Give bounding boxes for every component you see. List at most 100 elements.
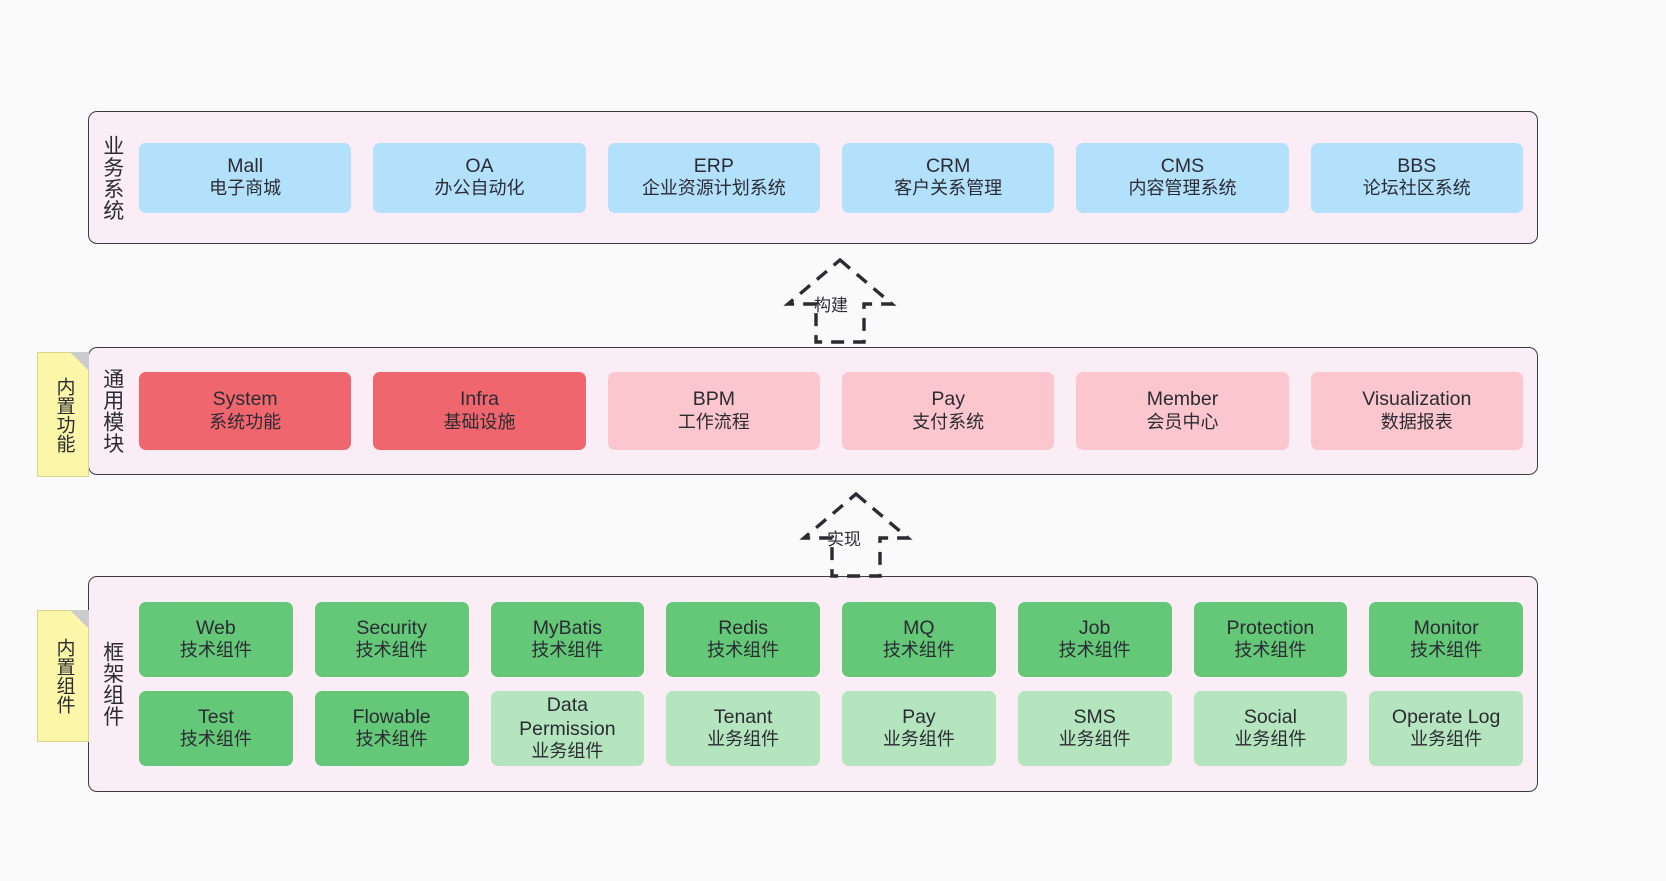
module-name: Mall — [227, 154, 264, 177]
component-type: 技术组件 — [531, 640, 604, 661]
module-name: Pay — [931, 388, 965, 411]
component-name: Protection — [1226, 616, 1315, 639]
module-visualization[interactable]: Visualization 数据报表 — [1310, 372, 1523, 450]
component-name: MyBatis — [532, 616, 603, 639]
component-type: 技术组件 — [355, 640, 428, 661]
module-mall[interactable]: Mall 电子商城 — [139, 142, 352, 213]
module-subtitle: 基础设施 — [443, 411, 516, 432]
module-system[interactable]: System 系统功能 — [139, 372, 352, 450]
module-subtitle: 办公自动化 — [434, 178, 525, 199]
component-name: Flowable — [352, 705, 431, 728]
module-subtitle: 论坛社区系统 — [1362, 178, 1471, 199]
module-infra[interactable]: Infra 基础设施 — [373, 372, 586, 450]
module-subtitle: 数据报表 — [1380, 411, 1453, 432]
module-name: Member — [1146, 388, 1219, 411]
module-subtitle: 企业资源计划系统 — [641, 178, 786, 199]
component-name: Redis — [718, 616, 769, 639]
component-pay[interactable]: Pay 业务组件 — [842, 691, 996, 766]
module-subtitle: 内容管理系统 — [1128, 178, 1237, 199]
component-job[interactable]: Job 技术组件 — [1017, 602, 1172, 677]
layer-row: System 系统功能 Infra 基础设施 BPM 工作流程 Pay 支付系统… — [139, 372, 1523, 450]
component-mq[interactable]: MQ 技术组件 — [842, 602, 996, 677]
layer-body-framework: Web 技术组件 Security 技术组件 MyBatis 技术组件 Redi… — [135, 577, 1537, 791]
generalization-arrow-shape — [783, 257, 897, 344]
component-type: 技术组件 — [707, 640, 780, 661]
note-text: 内置组件 — [53, 638, 75, 714]
module-name: System — [212, 388, 278, 411]
module-bpm[interactable]: BPM 工作流程 — [607, 372, 820, 450]
layer-title-common: 通用模块 — [100, 368, 124, 454]
component-name: MQ — [903, 616, 935, 639]
module-name: Visualization — [1362, 388, 1472, 411]
connector-build-label: 构建 — [812, 291, 850, 316]
component-web[interactable]: Web 技术组件 — [139, 602, 293, 677]
module-subtitle: 客户关系管理 — [894, 178, 1003, 199]
module-name: CMS — [1160, 154, 1205, 177]
component-name: Test — [197, 705, 234, 728]
module-oa[interactable]: OA 办公自动化 — [373, 142, 586, 213]
component-name: Web — [196, 616, 236, 639]
sticky-note-builtin-components: 内置组件 — [37, 610, 89, 742]
module-subtitle: 系统功能 — [209, 411, 282, 432]
layer-row: Test 技术组件 Flowable 技术组件 Data Permission … — [139, 691, 1523, 766]
component-name: Pay — [902, 705, 936, 728]
module-name: CRM — [925, 154, 971, 177]
component-name: SMS — [1073, 705, 1116, 728]
layer-common-modules: 通用模块 System 系统功能 Infra 基础设施 BPM 工作流程 Pay — [88, 347, 1538, 475]
layer-body-business: Mall 电子商城 OA 办公自动化 ERP 企业资源计划系统 CRM 客户关系… — [135, 112, 1537, 243]
component-type: 业务组件 — [531, 741, 604, 762]
component-operate-log[interactable]: Operate Log 业务组件 — [1369, 691, 1523, 766]
module-name: BBS — [1397, 154, 1437, 177]
component-type: 业务组件 — [882, 729, 955, 750]
note-text: 内置功能 — [53, 376, 75, 453]
module-name: BPM — [692, 388, 735, 411]
component-mybatis[interactable]: MyBatis 技术组件 — [490, 602, 645, 677]
layer-business-system: 业务系统 Mall 电子商城 OA 办公自动化 ERP 企业资源计划系统 CRM — [88, 111, 1538, 244]
component-flowable[interactable]: Flowable 技术组件 — [314, 691, 469, 766]
layer-row: Mall 电子商城 OA 办公自动化 ERP 企业资源计划系统 CRM 客户关系… — [139, 142, 1523, 213]
component-name: Security — [356, 616, 427, 639]
module-subtitle: 工作流程 — [677, 411, 750, 432]
component-type: 业务组件 — [1410, 729, 1483, 750]
component-sms[interactable]: SMS 业务组件 — [1017, 691, 1172, 766]
component-name: Data Permission — [519, 693, 616, 740]
component-name: Tenant — [713, 705, 773, 728]
module-bbs[interactable]: BBS 论坛社区系统 — [1310, 142, 1523, 213]
component-redis[interactable]: Redis 技术组件 — [666, 602, 820, 677]
component-protection[interactable]: Protection 技术组件 — [1193, 602, 1348, 677]
component-type: 业务组件 — [707, 729, 780, 750]
component-type: 技术组件 — [1058, 640, 1131, 661]
sticky-note-builtin-features: 内置功能 — [37, 352, 89, 477]
component-test[interactable]: Test 技术组件 — [139, 691, 293, 766]
component-name: Job — [1078, 616, 1111, 639]
component-social[interactable]: Social 业务组件 — [1193, 691, 1348, 766]
module-crm[interactable]: CRM 客户关系管理 — [841, 142, 1055, 213]
layer-framework-components: 框架组件 Web 技术组件 Security 技术组件 MyBatis 技术组件… — [88, 576, 1538, 792]
component-security[interactable]: Security 技术组件 — [314, 602, 469, 677]
module-name: Infra — [459, 388, 499, 411]
component-type: 技术组件 — [1410, 640, 1483, 661]
generalization-arrow-shape — [799, 491, 913, 578]
component-name: Social — [1243, 705, 1297, 728]
module-member[interactable]: Member 会员中心 — [1076, 372, 1289, 450]
component-name: Monitor — [1413, 616, 1479, 639]
module-pay[interactable]: Pay 支付系统 — [841, 372, 1055, 450]
module-erp[interactable]: ERP 企业资源计划系统 — [607, 142, 820, 213]
component-type: 技术组件 — [179, 729, 252, 750]
component-name: Operate Log — [1391, 705, 1501, 728]
component-monitor[interactable]: Monitor 技术组件 — [1369, 602, 1523, 677]
component-tenant[interactable]: Tenant 业务组件 — [666, 691, 820, 766]
component-data-permission[interactable]: Data Permission 业务组件 — [490, 691, 645, 766]
module-cms[interactable]: CMS 内容管理系统 — [1076, 142, 1289, 213]
component-type: 技术组件 — [179, 640, 252, 661]
component-type: 技术组件 — [1234, 640, 1307, 661]
module-subtitle: 电子商城 — [209, 178, 282, 199]
layer-row: Web 技术组件 Security 技术组件 MyBatis 技术组件 Redi… — [139, 602, 1523, 677]
layer-body-common: System 系统功能 Infra 基础设施 BPM 工作流程 Pay 支付系统… — [135, 348, 1537, 474]
layer-title-framework: 框架组件 — [100, 641, 124, 727]
module-subtitle: 会员中心 — [1146, 411, 1219, 432]
component-type: 技术组件 — [355, 729, 428, 750]
component-type: 技术组件 — [882, 640, 955, 661]
module-subtitle: 支付系统 — [912, 411, 985, 432]
